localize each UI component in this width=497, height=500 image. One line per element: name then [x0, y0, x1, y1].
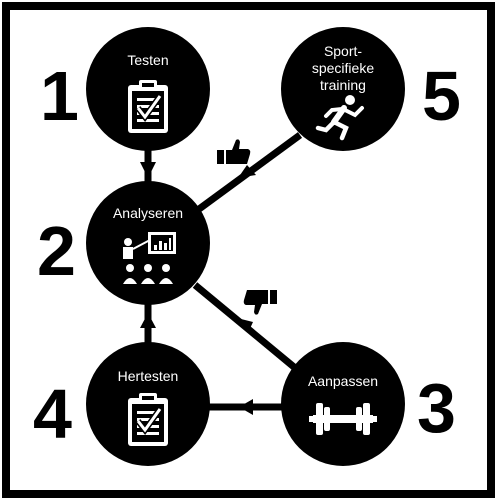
- step-label-hertesten: Hertesten: [118, 368, 179, 384]
- thumbs-down-icon: [243, 290, 277, 315]
- step-number-1: 1: [40, 57, 79, 135]
- clipboard-check-icon: [128, 393, 168, 446]
- arrowhead-down-right: [237, 318, 253, 333]
- step-number-5: 5: [422, 57, 461, 135]
- thumbs-up-icon: [217, 139, 251, 164]
- step-label-sport-line3: training: [320, 77, 366, 93]
- clipboard-check-icon: [128, 80, 168, 133]
- arrowhead-up: [140, 313, 156, 328]
- step-label-sport-line2: specifieke: [312, 60, 374, 76]
- arrowhead-up-right: [238, 165, 256, 178]
- dumbbell-icon: [309, 403, 377, 435]
- step-circle-sport: [281, 27, 405, 151]
- arrowheads: [140, 162, 256, 415]
- step-label-analyseren: Analyseren: [113, 205, 183, 221]
- step-circle-aanpassen: [281, 342, 405, 466]
- step-number-3: 3: [417, 369, 456, 447]
- arrowhead-down: [140, 162, 156, 178]
- arrowhead-left: [239, 399, 253, 415]
- runner-icon: [315, 95, 364, 141]
- step-number-4: 4: [33, 375, 72, 453]
- presentation-audience-icon: [123, 232, 176, 284]
- step-number-2: 2: [37, 212, 76, 290]
- step-label-testen: Testen: [127, 52, 168, 68]
- step-label-sport-line1: Sport-: [324, 43, 362, 59]
- step-label-aanpassen: Aanpassen: [308, 373, 378, 389]
